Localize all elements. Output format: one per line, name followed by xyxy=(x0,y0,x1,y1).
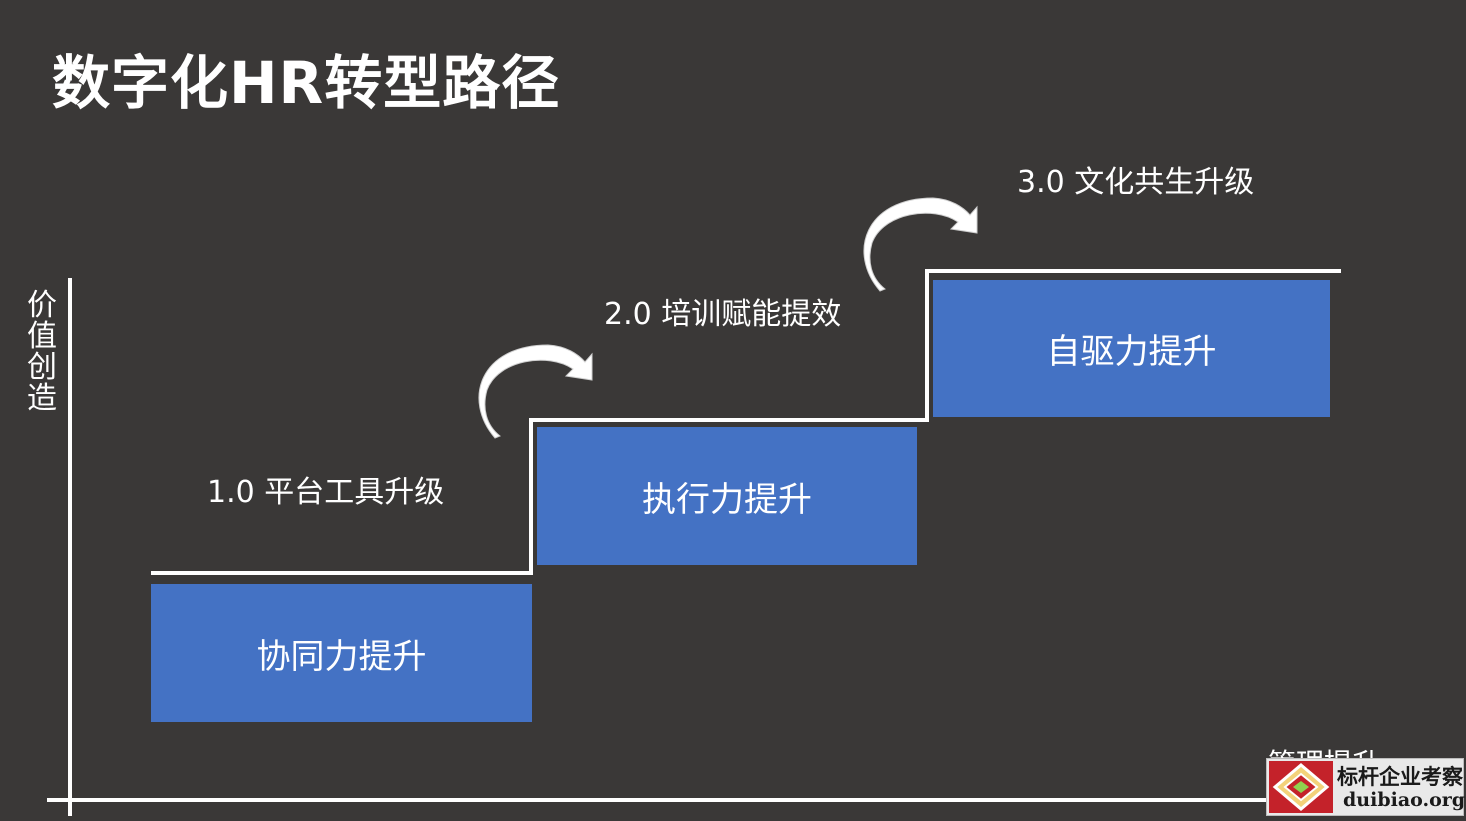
y-axis-label: 价值创造 xyxy=(27,288,57,416)
slide-title: 数字化HR转型路径 xyxy=(52,49,561,117)
stage-2-box: 执行力提升 xyxy=(537,427,917,565)
watermark-url: duibiao.org xyxy=(1343,789,1466,811)
curved-arrow-icon xyxy=(478,344,593,439)
y-axis-line xyxy=(68,278,72,816)
stage-1-box: 协同力提升 xyxy=(151,584,532,722)
stage-3-label: 3.0 文化共生升级 xyxy=(1017,165,1255,200)
watermark-logo-icon xyxy=(1269,761,1333,813)
stage-2-label: 2.0 培训赋能提效 xyxy=(604,297,842,332)
watermark-name: 标杆企业考察 xyxy=(1337,764,1463,789)
curved-arrow-icon xyxy=(863,197,978,292)
stage-3-box: 自驱力提升 xyxy=(933,280,1330,417)
stage-1-label: 1.0 平台工具升级 xyxy=(207,475,445,510)
watermark: 标杆企业考察 duibiao.org xyxy=(1266,758,1466,816)
x-axis-line xyxy=(47,798,1367,802)
